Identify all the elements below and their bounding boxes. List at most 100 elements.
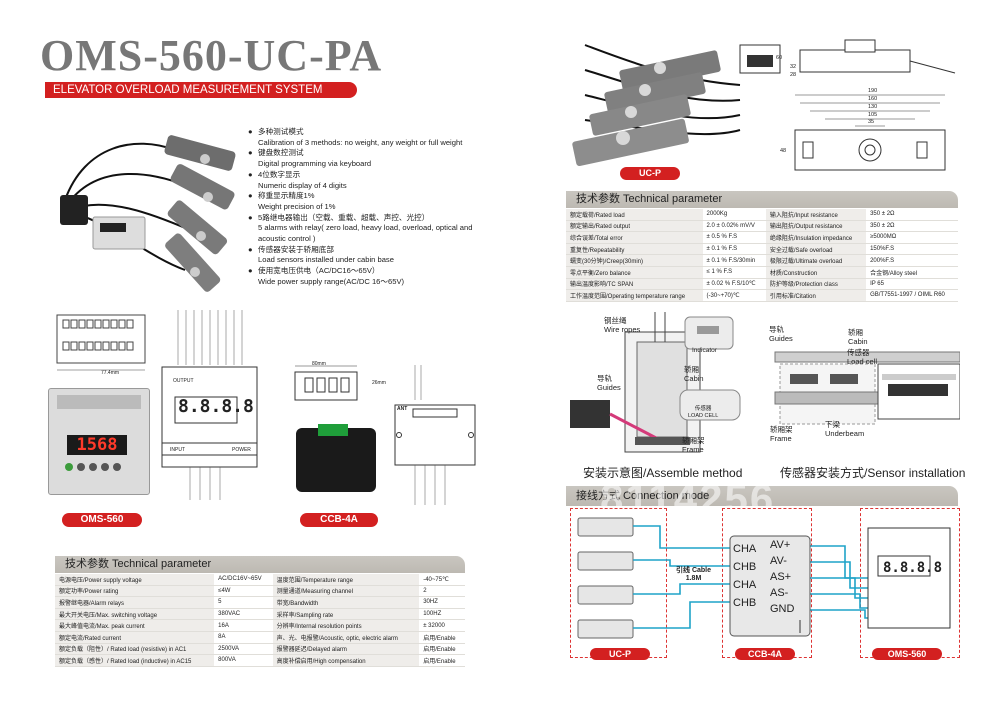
- install-cabin: 轿厢 Cabin: [848, 328, 868, 346]
- table-cell: 额定载荷/Rated load: [566, 209, 703, 221]
- junction-front-drawing: [394, 365, 476, 505]
- table-cell: 350 ± 2Ω: [866, 220, 958, 233]
- terminal-cha: CHA: [733, 543, 757, 555]
- watermark: 8114256: [600, 475, 776, 522]
- table-cell: 2500VA: [214, 643, 273, 656]
- feature-cn: 4位数字显示: [258, 169, 301, 179]
- dim-top: 190: [868, 88, 878, 94]
- table-cell: 200%F.S: [866, 254, 958, 267]
- sensor-photo: [572, 44, 741, 167]
- table-cell: 最大峰值电流/Max. peak current: [55, 619, 215, 632]
- table-row: 工作温度范围/Operating temperature range(-30~+…: [566, 289, 958, 302]
- junction-drawing-brand: ANT: [397, 406, 408, 412]
- assemble-caption: 安装示意图/Assemble method: [583, 466, 743, 480]
- key-button[interactable]: [101, 463, 109, 471]
- terminal-cha: CHA: [733, 579, 757, 591]
- label-wire-ropes: 钢丝绳 Wire ropes: [604, 316, 641, 334]
- controller-photo: 1568: [48, 388, 150, 495]
- label-loadcell: 传感器 LOAD CELL: [688, 406, 719, 419]
- feature-cn: 使用宽电压供电（AC/DC16～65V）: [258, 266, 380, 276]
- table-cell: 2.0 ± 0.02% mV/V: [702, 220, 766, 233]
- table-cell: IP 65: [866, 278, 958, 291]
- installation-diagram: [774, 351, 960, 425]
- table-cell: (-30~+70)℃: [702, 289, 766, 302]
- junction-box-drawing: [294, 365, 358, 401]
- feature-cn: 键盘数控测试: [258, 148, 304, 158]
- table-cell: 输出温度影响/TC SPAN: [566, 278, 703, 291]
- table-cell: 重复性/Repeatability: [566, 243, 703, 256]
- terminal-av-minus: AV-: [770, 555, 787, 567]
- junction-height-dim: 26mm: [372, 380, 386, 386]
- feature-en: 5 alarms with relay( zero load, heavy lo…: [258, 223, 473, 244]
- terminal-as-minus: AS-: [770, 587, 789, 599]
- terminal-av-plus: AV+: [770, 539, 791, 551]
- drawing-input-label: INPUT: [170, 447, 185, 453]
- table-cell: 材质/Construction: [765, 266, 867, 279]
- controller-front-drawing: [161, 310, 258, 500]
- table-cell: ± 0.5 % F.S: [702, 231, 766, 244]
- connection-wiring: [577, 517, 951, 639]
- table-cell: 额定负载（阻性）/ Rated load (resistive) in AC1: [55, 643, 215, 656]
- table-cell: 额定电流/Rated current: [55, 631, 215, 644]
- drawing-width-dim: 77.4mm: [100, 370, 120, 376]
- table-cell: ≤4W: [214, 585, 273, 598]
- label-oms: OMS-560: [872, 648, 942, 660]
- controller-label: OMS-560: [62, 513, 142, 527]
- subtitle-banner: ELEVATOR OVERLOAD MEASUREMENT SYSTEM: [45, 82, 357, 98]
- key-button[interactable]: [89, 463, 97, 471]
- key-button[interactable]: [113, 463, 121, 471]
- dim-top: 160: [868, 96, 878, 102]
- oms-drawing-display: 8.8.8.8: [883, 560, 943, 576]
- key-button[interactable]: [77, 463, 85, 471]
- feature-cn: 称重显示精度1%: [258, 191, 315, 201]
- dim-side: 48: [780, 148, 787, 154]
- table-cell: ± 0.02 % F.S/10℃: [702, 278, 766, 291]
- table-cell: 工作温度范围/Operating temperature range: [566, 289, 703, 302]
- table-cell: 最大开关电压/Max. switching voltage: [55, 608, 215, 621]
- install-caption: 传感器安装方式/Sensor installation: [780, 466, 966, 480]
- table-cell: 引用标准/Citation: [765, 289, 867, 302]
- table-cell: 2: [419, 585, 465, 598]
- table-cell: 输入阻抗/Input resistance: [765, 209, 867, 221]
- connection-heading: 接线方式 Connection mode: [566, 486, 958, 506]
- controller-display: 1568: [67, 435, 127, 455]
- sensor-label: UC-P: [620, 167, 680, 180]
- junction-label: CCB-4A: [300, 513, 378, 527]
- feature-en: Numeric display of 4 digits: [258, 180, 347, 190]
- junction-dim: 80mm: [312, 361, 326, 367]
- table-cell: 8A: [214, 631, 273, 644]
- table-row: 额定负载（感性）/ Rated load (inductive) in AC15…: [55, 654, 465, 667]
- table-cell: 温度范围/Temperature range: [272, 574, 420, 586]
- table-cell: 额定功率/Power rating: [55, 585, 215, 598]
- table-cell: 电源电压/Power supply voltage: [55, 574, 215, 586]
- table-cell: 合金钢/Alloy steel: [866, 266, 958, 279]
- table-cell: 带宽/Bandwidth: [272, 596, 420, 609]
- table-cell: AC/DC16V~65V: [214, 574, 273, 586]
- table-cell: ± 32000: [419, 619, 465, 632]
- table-cell: 高度补偿启用/High compensation: [272, 654, 420, 667]
- dim-side: 32: [790, 64, 797, 70]
- table-cell: 输出阻抗/Output resistance: [765, 220, 867, 233]
- feature-en: Weight precision of 1%: [258, 201, 336, 211]
- table-cell: 启用/Enable: [419, 643, 465, 656]
- table-cell: -40~75℃: [419, 574, 465, 586]
- controller-side-drawing: [56, 314, 146, 371]
- label-frame: 轿厢架 Frame: [682, 436, 705, 454]
- dim-height: 60: [776, 55, 783, 61]
- label-ccb: CCB-4A: [735, 648, 795, 660]
- label-guides: 导轨 Guides: [597, 374, 621, 392]
- feature-cn: 多种测试模式: [258, 127, 304, 136]
- product-title: OMS-560-UC-PA: [40, 31, 383, 80]
- feature-cn: 传感器安装于轿厢底部: [258, 244, 334, 254]
- key-button[interactable]: [65, 463, 73, 471]
